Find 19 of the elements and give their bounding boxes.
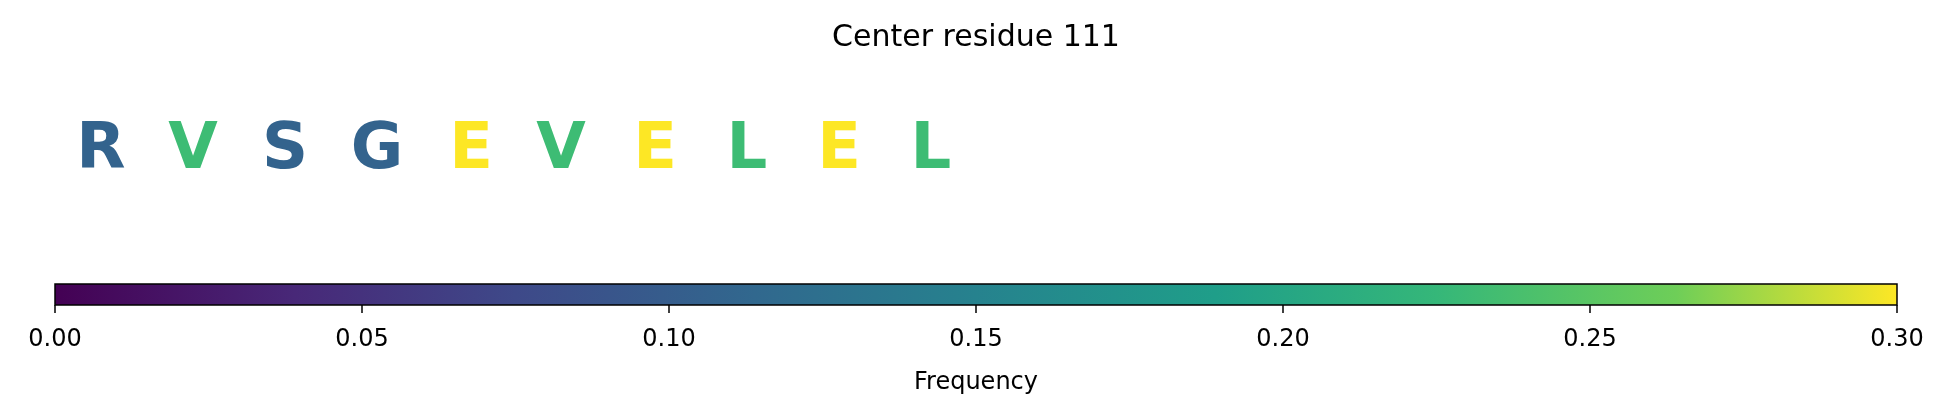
residue-letter: L [726, 114, 768, 178]
tick-label: 0.15 [949, 326, 1003, 350]
tick-label: 0.20 [1256, 326, 1310, 350]
tick-label: 0.30 [1870, 326, 1924, 350]
residue-letter: E [817, 114, 861, 178]
tick-label: 0.05 [335, 326, 389, 350]
tick-label: 0.25 [1563, 326, 1617, 350]
residue-letter: S [261, 114, 309, 178]
residue-letter: L [910, 114, 952, 178]
residue-letter: E [449, 114, 493, 178]
residue-letter: G [350, 114, 404, 178]
residue-letter: R [76, 114, 126, 178]
chart-title: Center residue 111 [832, 21, 1120, 51]
residue-letter: E [633, 114, 677, 178]
tick-label: 0.00 [28, 326, 82, 350]
axis-label: Frequency [914, 369, 1038, 393]
residue-letter: V [536, 114, 586, 178]
residue-letter: V [168, 114, 218, 178]
tick-label: 0.10 [642, 326, 696, 350]
